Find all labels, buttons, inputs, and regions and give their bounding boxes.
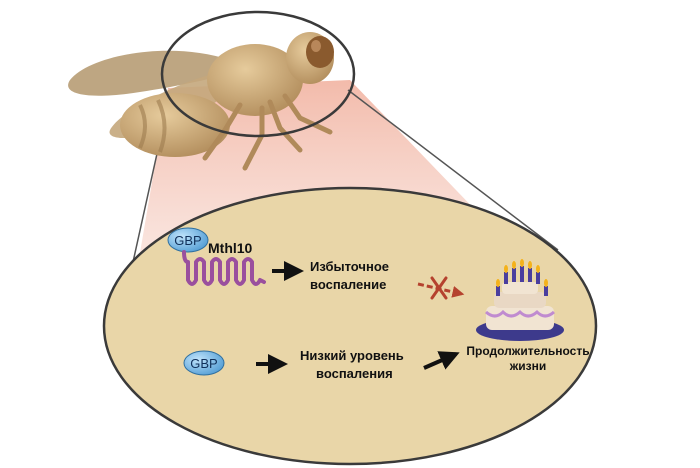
fly-leg (202, 102, 243, 161)
cake-flame (520, 259, 524, 267)
fly-abdomen (120, 93, 230, 157)
low-inflammation-label: Низкий уровень (300, 348, 404, 363)
cake-candle (544, 286, 548, 296)
zoom-circle (160, 10, 356, 138)
gbp-receptor-complex: GBP Mthl10 (167, 227, 266, 286)
cake-candle (496, 286, 500, 296)
gbp-label-top: GBP (174, 233, 201, 248)
cake-candle (520, 266, 524, 282)
receptor-label: Mthl10 (208, 240, 253, 256)
excess-inflammation-label-2: воспаление (310, 277, 386, 292)
fly-wing-back (68, 50, 235, 96)
fly-eye-highlight (311, 40, 321, 52)
gbp-molecule-bottom (183, 350, 225, 376)
fly-leg (267, 99, 303, 153)
fly-abdomen-stripe (138, 104, 147, 149)
cake-candle (528, 268, 532, 282)
cake-flame (504, 265, 508, 273)
fly-abdomen-stripe (156, 99, 167, 153)
lifespan-label-2: жизни (509, 359, 546, 373)
lifespan-label: Продолжительность (466, 344, 589, 358)
excess-inflammation-label: Избыточное (310, 259, 389, 274)
low-inflammation-label-2: воспаления (316, 366, 393, 381)
fly-thorax (207, 44, 303, 116)
cake-tier-bottom (486, 306, 554, 330)
cake-flame (496, 279, 500, 287)
gbp-label-bottom: GBP (190, 356, 217, 371)
arrow-low-inflammation-to-lifespan (423, 351, 460, 370)
cake-candle (512, 268, 516, 282)
fly-eye (306, 36, 334, 68)
fruit-fly-illustration (68, 32, 334, 171)
zoomed-ellipse (102, 186, 598, 466)
mthl10-receptor (182, 250, 266, 286)
cake-flame (544, 279, 548, 287)
zoom-cone-edge-right (347, 89, 559, 251)
cake-decor (485, 309, 555, 318)
fly-leg (282, 93, 333, 135)
cake-flame (536, 265, 540, 273)
gbp-molecule-top (167, 227, 209, 253)
x-mark-icon (430, 276, 448, 300)
cake-candle (504, 272, 508, 284)
cake-tier-middle (494, 292, 546, 308)
cake-flame (528, 261, 532, 269)
birthday-cake-icon (476, 259, 564, 341)
cake-candle (536, 272, 540, 284)
cake-tier-top (502, 282, 538, 294)
cake-flame (512, 261, 516, 269)
